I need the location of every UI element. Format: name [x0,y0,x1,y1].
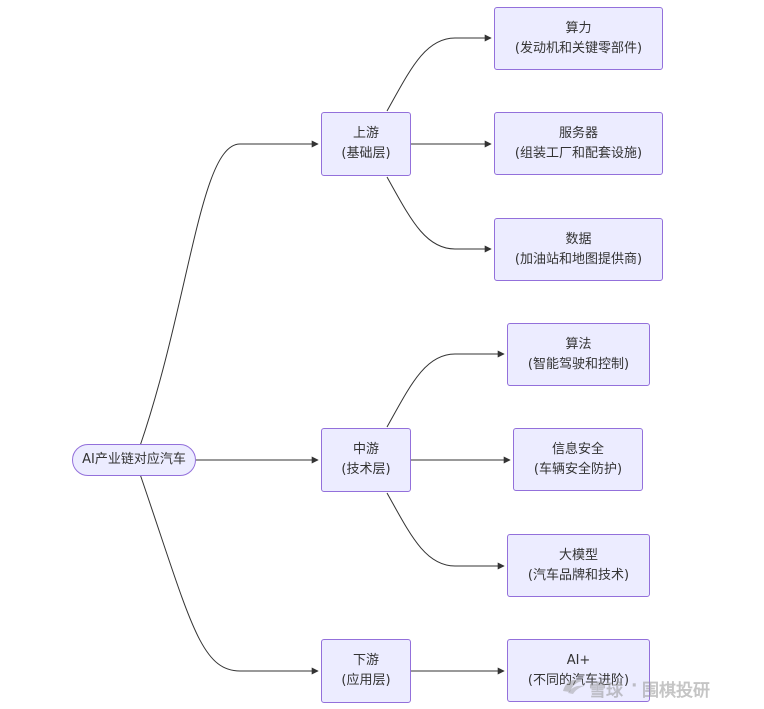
watermark-author: 围棋投研 [642,681,710,701]
edge-root-downstream [139,473,319,675]
child-subtitle: (组装工厂和配套设施) [514,145,643,161]
child-title: 数据 [565,231,592,247]
snowball-logo-icon [563,679,584,694]
root-node: AI产业链对应汽车 [72,444,196,476]
edge-root-upstream [139,140,319,447]
child-node-large-model: 大模型 (汽车品牌和技术) [507,534,650,597]
layer-title: 下游 [352,653,379,668]
edge-upstream-compute [386,34,492,112]
child-subtitle: (发动机和关键零部件) [514,40,643,56]
edge-midstream-model [386,492,505,570]
child-subtitle: (加油站和地图提供商) [514,251,643,267]
watermark-separator: · [631,676,638,696]
child-node-algorithm: 算法 (智能驾驶和控制) [507,323,650,386]
child-title: 服务器 [558,125,598,141]
layer-node-upstream: 上游 (基础层) [321,112,411,176]
layer-title: 中游 [352,442,379,457]
child-subtitle: (汽车品牌和技术) [527,567,630,583]
child-title: AI+ [566,652,591,668]
child-subtitle: (车辆安全防护) [533,461,623,477]
layer-subtitle: (基础层) [341,146,391,161]
child-node-data: 数据 (加油站和地图提供商) [494,218,663,281]
root-node-label: AI产业链对应汽车 [82,452,186,467]
layer-subtitle: (技术层) [341,462,391,477]
edge-midstream-algorithm [386,350,505,428]
layer-title: 上游 [352,126,379,141]
child-title: 算力 [565,20,592,36]
child-title: 算法 [565,336,592,352]
edge-upstream-data [386,176,492,253]
layer-node-midstream: 中游 (技术层) [321,428,411,492]
child-title: 大模型 [558,547,598,563]
watermark-brand: 雪球 [589,681,623,701]
child-node-compute: 算力 (发动机和关键零部件) [494,7,663,70]
child-node-ai-plus: AI+ (不同的汽车进阶) [507,639,650,702]
layer-subtitle: (应用层) [341,673,391,688]
child-node-info-security: 信息安全 (车辆安全防护) [513,428,643,491]
child-node-server: 服务器 (组装工厂和配套设施) [494,112,663,175]
child-subtitle: (智能驾驶和控制) [527,356,630,372]
child-title: 信息安全 [551,441,604,457]
layer-node-downstream: 下游 (应用层) [321,639,411,703]
